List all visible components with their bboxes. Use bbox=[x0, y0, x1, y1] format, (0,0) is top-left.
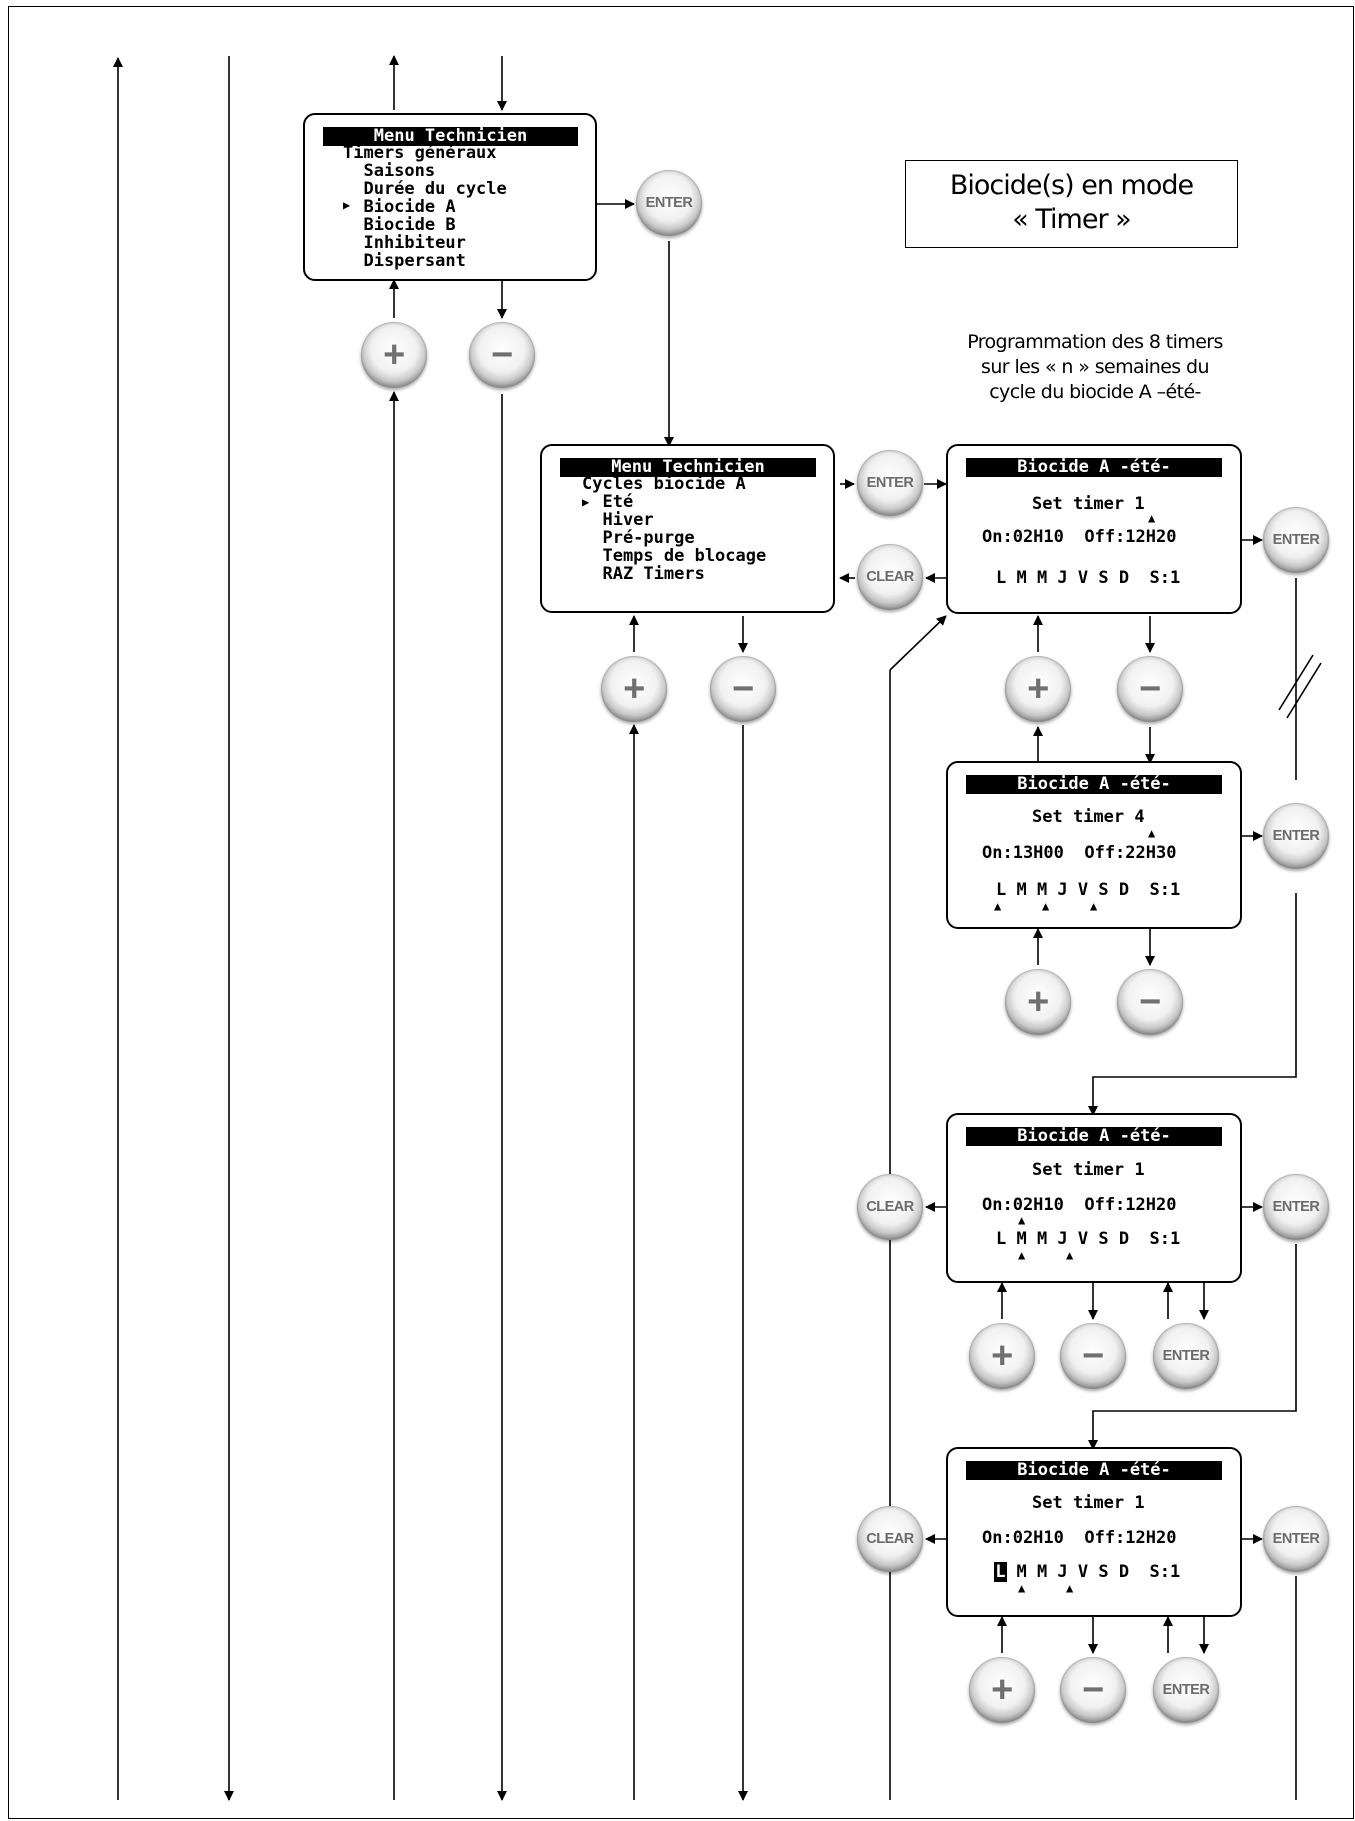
enter-button[interactable]: ENTER bbox=[1153, 1657, 1219, 1723]
minus-button[interactable]: − bbox=[710, 656, 776, 722]
weekdays-row: L M M J V S D S:1 bbox=[996, 880, 1181, 900]
clear-button[interactable]: CLEAR bbox=[857, 1174, 923, 1240]
edit-marker-icon: ▲ bbox=[1148, 826, 1156, 840]
enter-to-lcd5 bbox=[1088, 893, 1297, 1116]
menu-item-temps-blocage: Temps de blocage bbox=[582, 546, 767, 566]
plus-button[interactable]: + bbox=[361, 322, 427, 388]
minus-button[interactable]: − bbox=[1117, 656, 1183, 722]
diagram-frame bbox=[8, 6, 1354, 1819]
weekdays-row: M M J V S D S:1 bbox=[996, 1562, 1181, 1582]
on-off-times: On:02H10 Off:12H20 bbox=[982, 527, 1177, 547]
menu-item-duree-cycle: Durée du cycle bbox=[343, 179, 507, 199]
lcd-header: Biocide A -été- bbox=[966, 458, 1222, 477]
enter-button[interactable]: ENTER bbox=[1153, 1323, 1219, 1389]
menu-title-line: Cycles biocide A bbox=[582, 474, 746, 494]
menu-item-ete: Eté bbox=[582, 492, 634, 512]
menu-item-dispersant: Dispersant bbox=[343, 251, 466, 271]
edit-marker-icon: ▲ bbox=[1148, 511, 1156, 525]
minus-button[interactable]: − bbox=[1060, 1657, 1126, 1723]
selection-pointer-icon: ▶ bbox=[343, 198, 351, 212]
weekdays-row: L M M J V S D S:1 bbox=[996, 1229, 1181, 1249]
clear-button[interactable]: CLEAR bbox=[857, 1506, 923, 1572]
minus-button[interactable]: − bbox=[1117, 969, 1183, 1035]
lcd-biocide-a-timer-4: Biocide A -été- Set timer 4 ▲ On:13H00 O… bbox=[946, 761, 1242, 929]
lcd-header: Menu Technicien bbox=[323, 127, 578, 146]
enter-button[interactable]: ENTER bbox=[636, 170, 702, 236]
set-timer-label: Set timer 1 bbox=[1032, 1493, 1145, 1513]
plus-button[interactable]: + bbox=[601, 656, 667, 722]
lcd-header: Biocide A -été- bbox=[966, 1127, 1222, 1146]
enter-button[interactable]: ENTER bbox=[1263, 507, 1329, 573]
selection-pointer-icon: ▶ bbox=[582, 495, 590, 509]
enter-button[interactable]: ENTER bbox=[1263, 803, 1329, 869]
set-timer-label: Set timer 4 bbox=[1032, 807, 1145, 827]
break-mark-2 bbox=[1286, 662, 1322, 719]
menu-item-biocide-b: Biocide B bbox=[343, 215, 456, 235]
day-selected-marker-icon: ▲ bbox=[1018, 1581, 1026, 1595]
minus-button[interactable]: − bbox=[469, 322, 535, 388]
lcd-header: Biocide A -été- bbox=[966, 1461, 1222, 1480]
day-selected-marker-icon: ▲ bbox=[1066, 1248, 1074, 1262]
plus-button[interactable]: + bbox=[1005, 969, 1071, 1035]
enter-button[interactable]: ENTER bbox=[1263, 1506, 1329, 1572]
menu-title-line: Timers généraux bbox=[343, 143, 497, 163]
menu-item-inhibiteur: Inhibiteur bbox=[343, 233, 466, 253]
menu-item-hiver: Hiver bbox=[582, 510, 654, 530]
day-selected-marker-icon: ▲ bbox=[1066, 1581, 1074, 1595]
lcd-menu-technicien-2: Menu Technicien Cycles biocide A ▶ Eté H… bbox=[540, 444, 835, 613]
lcd-biocide-a-timer-1: Biocide A -été- Set timer 1 ▲ On:02H10 O… bbox=[946, 444, 1242, 614]
edit-marker-icon: ▲ bbox=[1018, 1213, 1026, 1227]
menu-item-biocide-a: Biocide A bbox=[343, 197, 456, 217]
menu-item-pre-purge: Pré-purge bbox=[582, 528, 695, 548]
on-off-times: On:13H00 Off:22H30 bbox=[982, 843, 1177, 863]
on-off-times: On:02H10 Off:12H20 bbox=[982, 1195, 1177, 1215]
day-selected-marker-icon: ▲ bbox=[1018, 1248, 1026, 1262]
lcd-header: Biocide A -été- bbox=[966, 775, 1222, 794]
break-mark-1 bbox=[1278, 654, 1314, 711]
return-to-lcd3 bbox=[889, 615, 947, 671]
lcd-biocide-a-days-edit: Biocide A -été- Set timer 1 On:02H10 Off… bbox=[946, 1113, 1242, 1283]
lcd-menu-technicien-1: Menu Technicien Timers généraux Saisons … bbox=[303, 113, 597, 281]
plus-button[interactable]: + bbox=[1005, 656, 1071, 722]
plus-button[interactable]: + bbox=[969, 1323, 1035, 1389]
day-selected-marker-icon: ▲ bbox=[1090, 899, 1098, 913]
day-cursor: L bbox=[994, 1562, 1007, 1582]
set-timer-label: Set timer 1 bbox=[1032, 1160, 1145, 1180]
set-timer-label: Set timer 1 bbox=[1032, 494, 1145, 514]
programming-note: Programmation des 8 timers sur les « n »… bbox=[967, 331, 1223, 403]
title-box: Biocide(s) en mode « Timer » bbox=[905, 160, 1238, 248]
plus-button[interactable]: + bbox=[969, 1657, 1035, 1723]
menu-item-raz-timers: RAZ Timers bbox=[582, 564, 705, 584]
minus-button[interactable]: − bbox=[1060, 1323, 1126, 1389]
enter-button[interactable]: ENTER bbox=[857, 450, 923, 516]
enter-to-lcd6 bbox=[1088, 1244, 1297, 1450]
lcd-biocide-a-day-cursor: Biocide A -été- Set timer 1 On:02H10 Off… bbox=[946, 1447, 1242, 1617]
clear-button[interactable]: CLEAR bbox=[857, 544, 923, 610]
day-selected-marker-icon: ▲ bbox=[994, 899, 1002, 913]
lcd-header: Menu Technicien bbox=[560, 458, 816, 477]
enter-button[interactable]: ENTER bbox=[1263, 1174, 1329, 1240]
menu-item-saisons: Saisons bbox=[343, 161, 436, 181]
day-selected-marker-icon: ▲ bbox=[1042, 899, 1050, 913]
weekdays-row: L M M J V S D S:1 bbox=[996, 568, 1181, 588]
on-off-times: On:02H10 Off:12H20 bbox=[982, 1528, 1177, 1548]
